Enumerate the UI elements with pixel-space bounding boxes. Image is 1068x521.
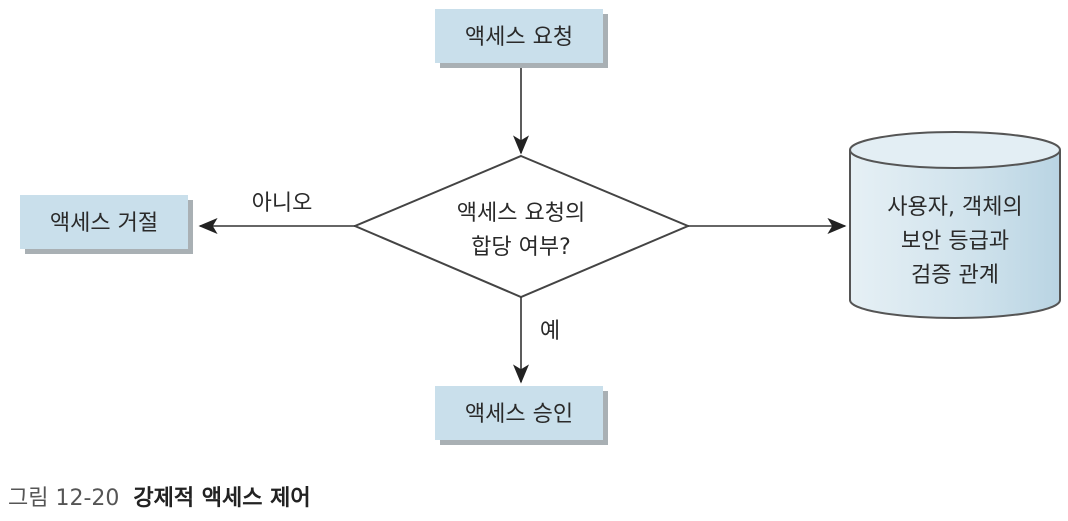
access-approve-label: 액세스 승인 <box>465 402 573 427</box>
yes-label: 예 <box>540 319 560 344</box>
no-label: 아니오 <box>252 191 313 216</box>
db-label-line2: 보안 등급과 <box>901 229 1009 254</box>
access-request-label: 액세스 요청 <box>465 25 573 50</box>
security-database-cylinder: 사용자, 객체의 보안 등급과 검증 관계 <box>849 131 1061 319</box>
decision-node: 액세스 요청의 합당 여부? <box>352 154 691 299</box>
decision-label-line2: 합당 여부? <box>471 235 571 260</box>
figure-title: 강제적 액세스 제어 <box>133 486 311 511</box>
decision-label-line1: 액세스 요청의 <box>457 201 585 226</box>
figure-caption: 그림 12-20 강제적 액세스 제어 <box>8 480 311 512</box>
figure-number: 그림 12-20 <box>8 486 120 511</box>
db-label-line3: 검증 관계 <box>911 263 999 288</box>
access-request-node: 액세스 요청 <box>435 9 608 68</box>
access-deny-node: 액세스 거절 <box>20 195 193 254</box>
access-approve-node: 액세스 승인 <box>435 386 608 445</box>
db-label-line1: 사용자, 객체의 <box>887 195 1022 220</box>
access-deny-label: 액세스 거절 <box>50 211 158 236</box>
